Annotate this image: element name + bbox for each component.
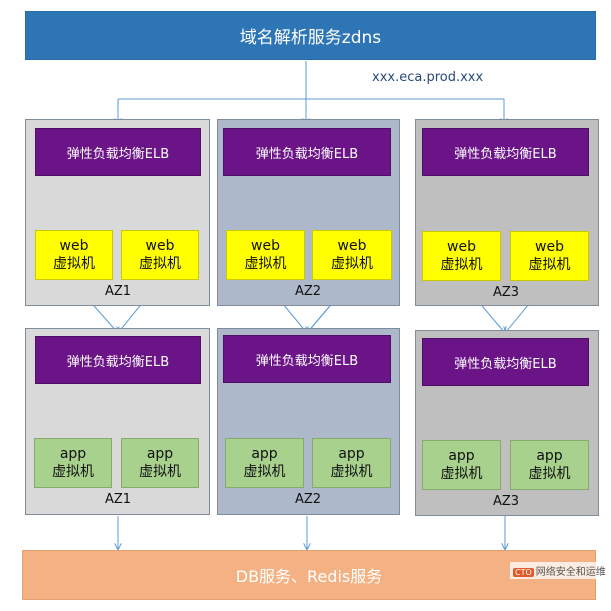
app-zone-label-az1: AZ1 bbox=[105, 492, 132, 507]
vm-type: web bbox=[251, 238, 280, 254]
vm-kind: 虚拟机 bbox=[528, 466, 571, 482]
elb-label: 弹性负载均衡ELB bbox=[454, 356, 557, 372]
web-elb-az2: 弹性负载均衡ELB bbox=[223, 128, 391, 176]
vm-kind: 虚拟机 bbox=[331, 256, 373, 272]
elb-label: 弹性负载均衡ELB bbox=[454, 146, 557, 162]
vm-kind: 虚拟机 bbox=[243, 464, 286, 480]
watermark-logo: CTO bbox=[513, 568, 534, 577]
web-vm-az1-b: web 虚拟机 bbox=[121, 230, 199, 280]
web-vm-az2-b: web 虚拟机 bbox=[312, 230, 392, 280]
web-elb-az3: 弹性负载均衡ELB bbox=[422, 128, 589, 176]
vm-kind: 虚拟机 bbox=[528, 257, 571, 273]
web-elb-az1: 弹性负载均衡ELB bbox=[35, 128, 201, 176]
app-vm-az3-b: app 虚拟机 bbox=[510, 440, 589, 490]
app-zone-label-az2: AZ2 bbox=[295, 492, 322, 507]
vm-type: web bbox=[59, 238, 89, 254]
watermark-text: 网络安全和运维 bbox=[535, 567, 606, 578]
web-zone-label-az1: AZ1 bbox=[105, 284, 132, 299]
vm-type: app bbox=[146, 446, 174, 462]
vm-type: web bbox=[447, 239, 476, 255]
web-vm-az2-a: web 虚拟机 bbox=[226, 230, 305, 280]
vm-kind: 虚拟机 bbox=[139, 256, 181, 272]
app-vm-az3-a: app 虚拟机 bbox=[422, 440, 501, 490]
app-elb-az2: 弹性负载均衡ELB bbox=[223, 335, 391, 383]
elb-label: 弹性负载均衡ELB bbox=[66, 354, 170, 370]
vm-kind: 虚拟机 bbox=[52, 464, 94, 480]
web-vm-az3-b: web 虚拟机 bbox=[510, 231, 589, 281]
app-vm-az2-a: app 虚拟机 bbox=[225, 438, 304, 488]
vm-type: app bbox=[448, 448, 475, 464]
db-service-label: DB服务、Redis服务 bbox=[235, 567, 383, 586]
dns-service-label: 域名解析服务zdns bbox=[239, 28, 382, 48]
vm-type: web bbox=[337, 238, 367, 254]
domain-name-label: xxx.eca.prod.xxx bbox=[372, 70, 484, 85]
web-zone-label-az2: AZ2 bbox=[295, 284, 322, 299]
elb-label: 弹性负载均衡ELB bbox=[255, 353, 359, 369]
vm-type: web bbox=[145, 238, 175, 254]
dns-service-box: 域名解析服务zdns bbox=[25, 11, 596, 60]
app-vm-az1-b: app 虚拟机 bbox=[121, 438, 199, 488]
elb-label: 弹性负载均衡ELB bbox=[255, 146, 359, 162]
app-vm-az1-a: app 虚拟机 bbox=[34, 438, 112, 488]
elb-label: 弹性负载均衡ELB bbox=[66, 146, 170, 162]
db-redis-service-box: DB服务、Redis服务 bbox=[22, 550, 596, 600]
vm-type: web bbox=[535, 239, 564, 255]
vm-kind: 虚拟机 bbox=[440, 466, 483, 482]
vm-type: app bbox=[251, 446, 278, 462]
app-elb-az1: 弹性负载均衡ELB bbox=[35, 336, 201, 384]
web-vm-az3-a: web 虚拟机 bbox=[422, 231, 501, 281]
vm-type: app bbox=[338, 446, 365, 462]
vm-kind: 虚拟机 bbox=[139, 464, 181, 480]
vm-type: app bbox=[536, 448, 563, 464]
app-elb-az3: 弹性负载均衡ELB bbox=[422, 338, 589, 386]
app-vm-az2-b: app 虚拟机 bbox=[312, 438, 391, 488]
web-vm-az1-a: web 虚拟机 bbox=[35, 230, 113, 280]
vm-kind: 虚拟机 bbox=[53, 256, 95, 272]
vm-kind: 虚拟机 bbox=[440, 257, 483, 273]
vm-kind: 虚拟机 bbox=[244, 256, 287, 272]
vm-type: app bbox=[59, 446, 87, 462]
vm-kind: 虚拟机 bbox=[330, 464, 373, 480]
web-zone-label-az3: AZ3 bbox=[493, 285, 520, 300]
app-zone-label-az3: AZ3 bbox=[493, 494, 520, 509]
